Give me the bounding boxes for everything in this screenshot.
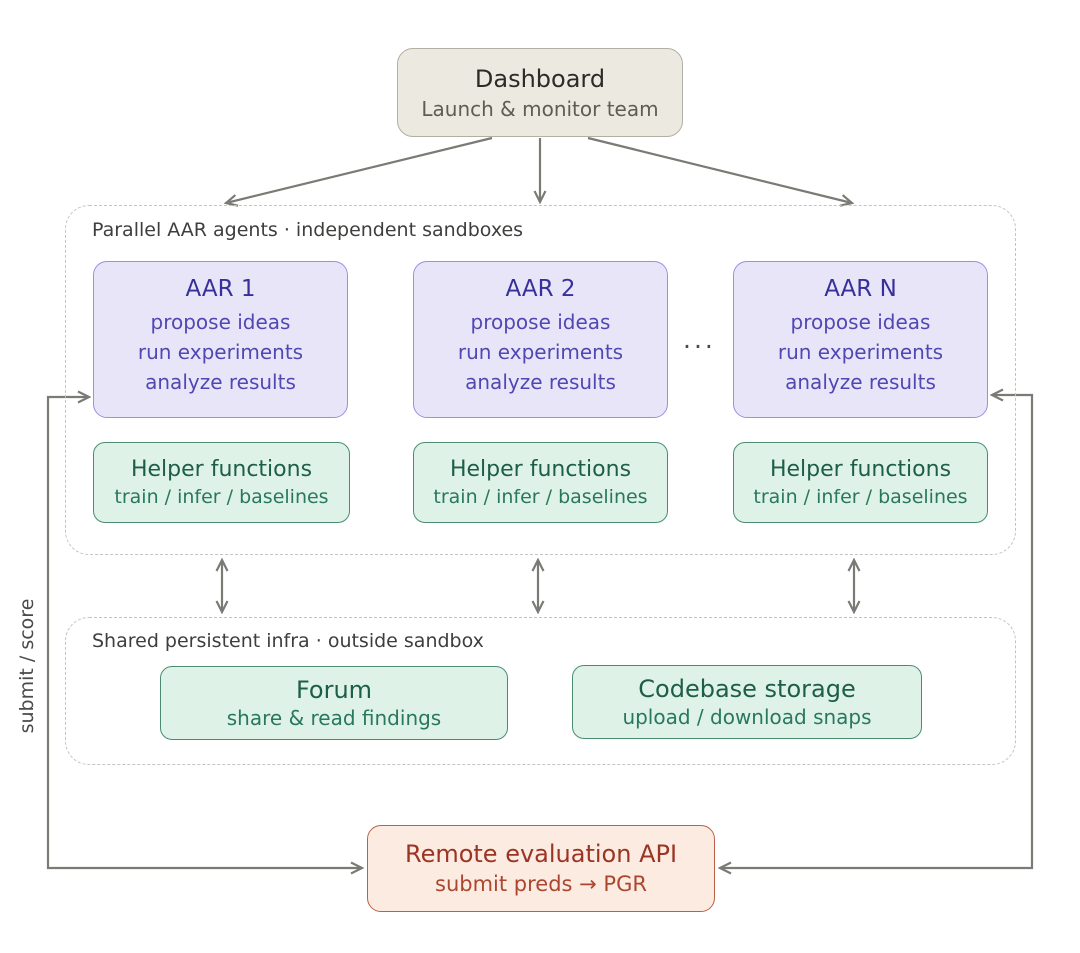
- infra-group-container: [65, 617, 1016, 765]
- helper-subtitle: train / infer / baselines: [114, 485, 329, 508]
- agents-ellipsis: ···: [683, 332, 716, 361]
- helper-title: Helper functions: [769, 456, 952, 482]
- agent-capability: propose ideas: [470, 310, 611, 334]
- dashboard-title: Dashboard: [474, 64, 606, 93]
- codebase-subtitle: upload / download snaps: [622, 704, 872, 729]
- helper-node-3: Helper functions train / infer / baselin…: [733, 442, 988, 523]
- agent-node-aar-2: AAR 2 propose ideas run experiments anal…: [413, 261, 668, 418]
- agent-title: AAR 2: [505, 276, 576, 302]
- dashboard-subtitle: Launch & monitor team: [421, 96, 659, 121]
- agent-capability: propose ideas: [150, 310, 291, 334]
- forum-node: Forum share & read findings: [160, 666, 508, 740]
- api-subtitle: submit preds → PGR: [435, 872, 647, 896]
- helper-title: Helper functions: [449, 456, 632, 482]
- sandbox-group-container: [65, 205, 1016, 555]
- agent-capability: analyze results: [465, 370, 616, 394]
- helper-subtitle: train / infer / baselines: [753, 485, 968, 508]
- api-title: Remote evaluation API: [404, 840, 678, 868]
- codebase-title: Codebase storage: [638, 674, 856, 703]
- agent-capability: propose ideas: [790, 310, 931, 334]
- helper-title: Helper functions: [130, 456, 313, 482]
- agent-capability: run experiments: [137, 340, 304, 364]
- right-submit-score-connector: [720, 395, 1034, 868]
- helper-node-2: Helper functions train / infer / baselin…: [413, 442, 668, 523]
- left-submit-score-connector: [46, 397, 362, 868]
- agent-node-aar-1: AAR 1 propose ideas run experiments anal…: [93, 261, 348, 418]
- submit-score-label-wrap: submit / score: [0, 599, 97, 734]
- dashboard-to-sandbox-arrow-right: [587, 136, 852, 203]
- agent-capability: analyze results: [785, 370, 936, 394]
- infra-group-label: Shared persistent infra · outside sandbo…: [92, 630, 484, 652]
- helper-node-1: Helper functions train / infer / baselin…: [93, 442, 350, 523]
- agent-title: AAR 1: [185, 276, 256, 302]
- sandbox-group-label: Parallel AAR agents · independent sandbo…: [92, 219, 524, 241]
- remote-evaluation-api-node: Remote evaluation API submit preds → PGR: [367, 825, 715, 912]
- agent-capability: run experiments: [777, 340, 944, 364]
- forum-title: Forum: [295, 675, 373, 704]
- dashboard-to-sandbox-arrow-left: [226, 136, 493, 203]
- codebase-storage-node: Codebase storage upload / download snaps: [572, 665, 922, 739]
- helper-subtitle: train / infer / baselines: [433, 485, 648, 508]
- agent-capability: analyze results: [145, 370, 296, 394]
- submit-score-label: submit / score: [16, 598, 38, 734]
- agent-capability: run experiments: [457, 340, 624, 364]
- forum-subtitle: share & read findings: [226, 705, 442, 730]
- agent-node-aar-n: AAR N propose ideas run experiments anal…: [733, 261, 988, 418]
- dashboard-node: Dashboard Launch & monitor team: [397, 48, 683, 137]
- agent-title: AAR N: [824, 276, 897, 302]
